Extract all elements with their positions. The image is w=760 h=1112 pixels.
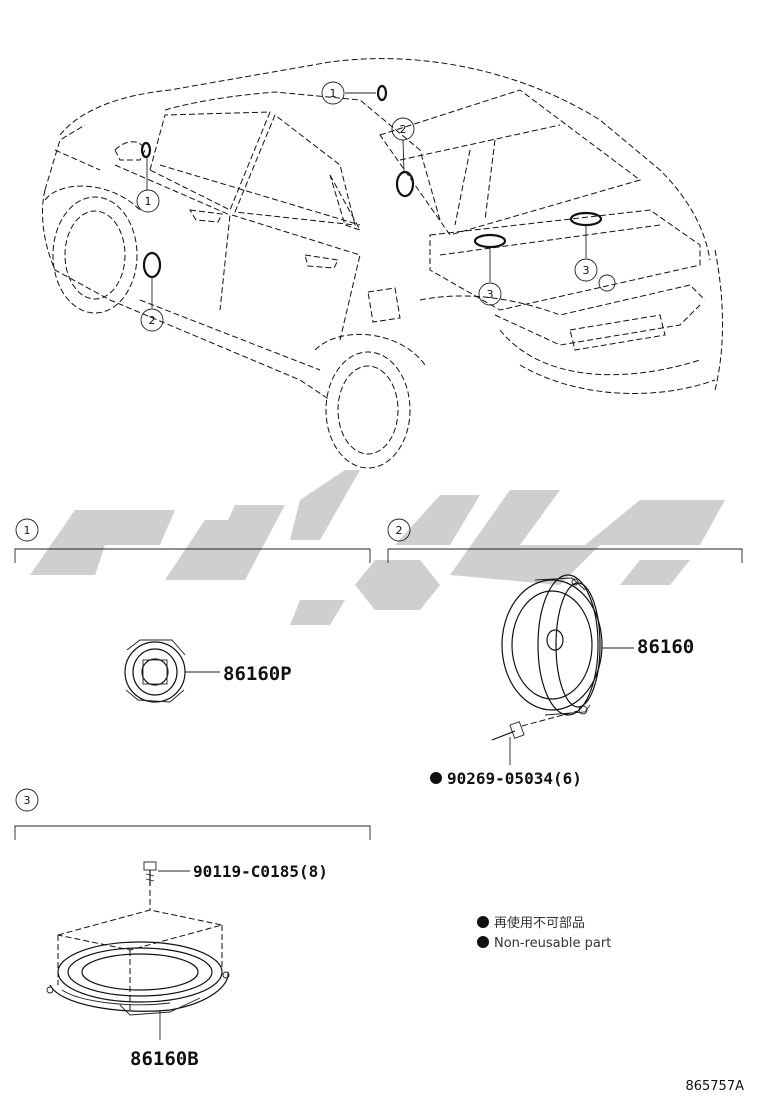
legend-en: Non-reusable part xyxy=(494,936,611,951)
part-86160B: 86160B xyxy=(130,1048,199,1070)
svg-text:2: 2 xyxy=(396,524,403,537)
callout-3-left: 3 xyxy=(478,282,502,306)
section-1: 1 86160P xyxy=(14,518,371,703)
screw-fastener xyxy=(143,861,157,886)
svg-text:2: 2 xyxy=(149,314,156,327)
callout-1-top: 1 xyxy=(321,81,345,105)
part-86160P: 86160P xyxy=(223,663,292,685)
section-2: 2 86160 90269-05034(6) xyxy=(387,518,743,788)
svg-text:1: 1 xyxy=(24,524,31,537)
part-90119-C0185: 90119-C0185(8) xyxy=(193,862,328,881)
part-86160: 86160 xyxy=(637,636,694,658)
callout-1-door: 1 xyxy=(136,189,160,213)
speaker-location-ring-rear-door xyxy=(395,170,415,198)
part-90269-05034: 90269-05034(6) xyxy=(447,769,582,788)
legend-jp: 再使用不可部品 xyxy=(494,915,585,931)
car-illustration: 1 1 2 2 3 3 xyxy=(41,58,723,469)
svg-text:2: 2 xyxy=(400,123,407,136)
callout-3-right: 3 xyxy=(574,258,598,282)
legend-marker-jp xyxy=(477,916,489,928)
tweeter-speaker xyxy=(124,639,186,703)
svg-text:1: 1 xyxy=(145,195,152,208)
callout-2-front: 2 xyxy=(140,308,164,332)
drawing-id: 865757A xyxy=(685,1079,744,1094)
svg-text:3: 3 xyxy=(583,264,590,277)
front-door-speaker xyxy=(501,574,603,716)
speaker-location-ring-deck-left xyxy=(473,233,507,249)
legend-marker-en xyxy=(477,936,489,948)
tweeter-location-ring-dash xyxy=(376,84,388,102)
rivet-fastener xyxy=(491,710,579,741)
svg-text:3: 3 xyxy=(24,794,31,807)
speaker-location-ring-front-door xyxy=(142,251,162,279)
callout-2-rear: 2 xyxy=(391,117,415,141)
tweeter-location-ring-door xyxy=(140,141,152,159)
legend: 再使用不可部品 Non-reusable part xyxy=(477,915,611,951)
non-reusable-marker xyxy=(430,772,442,784)
rear-deck-speaker xyxy=(46,909,230,1016)
speaker-location-ring-deck-right xyxy=(569,211,603,227)
svg-text:1: 1 xyxy=(330,87,337,100)
svg-text:3: 3 xyxy=(487,288,494,301)
watermark-logo xyxy=(30,470,725,625)
section-3: 3 90119-C0185(8) 86160B xyxy=(14,788,371,1070)
